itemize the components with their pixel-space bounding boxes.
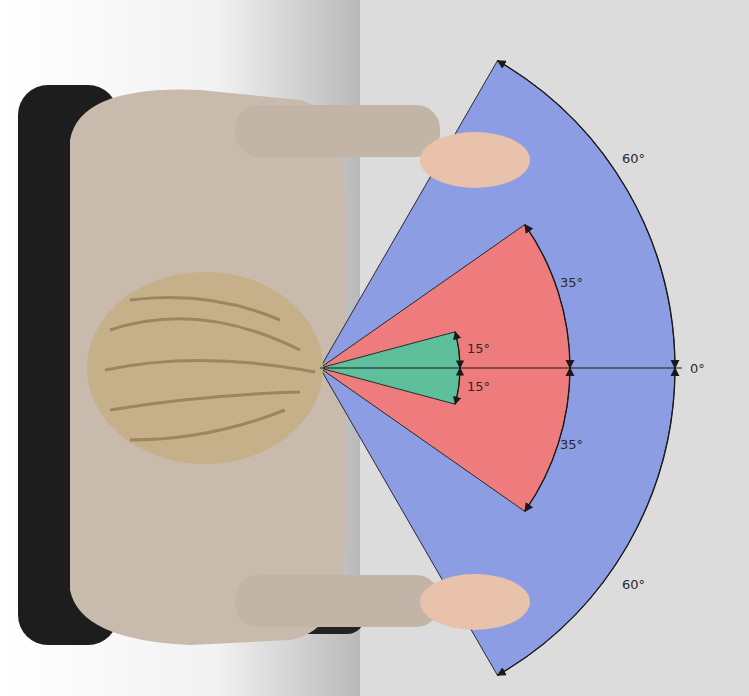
- sleeve: [235, 105, 440, 157]
- zero-line: [320, 367, 682, 368]
- angle-label: 0°: [690, 362, 705, 375]
- angle-label: 60°: [622, 578, 645, 591]
- hand: [420, 574, 530, 630]
- hair: [105, 298, 315, 441]
- hand: [420, 132, 530, 188]
- angle-label: 35°: [560, 276, 583, 289]
- angle-arc: [455, 332, 460, 368]
- angle-label: 60°: [622, 152, 645, 165]
- angle-arc: [498, 368, 676, 675]
- angle-arc: [455, 368, 460, 404]
- sleeve: [235, 575, 440, 627]
- angle-arc: [525, 225, 570, 368]
- torso: [70, 90, 345, 645]
- head: [87, 272, 323, 464]
- angle-arc: [498, 61, 676, 368]
- angle-label: 15°: [467, 342, 490, 355]
- angle-label: 15°: [467, 380, 490, 393]
- angle-label: 35°: [560, 438, 583, 451]
